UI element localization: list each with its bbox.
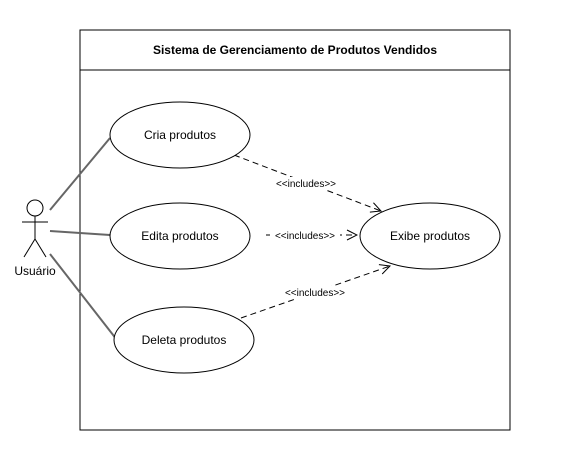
use-case-label: Exibe produtos	[390, 229, 470, 243]
use-case-cria[interactable]: Cria produtos	[109, 101, 251, 169]
include-label-bg	[271, 177, 341, 190]
include-line-cria	[233, 154, 381, 211]
use-case-edita[interactable]: Edita produtos	[109, 202, 251, 270]
associations	[49, 137, 118, 341]
use-case-label: Cria produtos	[144, 128, 216, 142]
actor-label: Usuário	[14, 264, 56, 278]
include-label-bg	[270, 229, 340, 242]
include-label-deleta: <<includes>>	[285, 288, 345, 299]
include-label-edita: <<includes>>	[275, 231, 335, 242]
use-case-exibe[interactable]: Exibe produtos	[359, 202, 501, 270]
association-line-deleta	[49, 253, 118, 341]
use-case-label: Edita produtos	[141, 229, 218, 243]
use-case-deleta[interactable]: Deleta produtos	[113, 306, 255, 374]
include-label-bg	[280, 286, 350, 299]
association-line-cria	[49, 137, 111, 211]
include-line-deleta	[240, 266, 390, 319]
association-line-edita	[49, 230, 111, 236]
include-label-cria: <<includes>>	[276, 179, 336, 190]
system-title: Sistema de Gerenciamento de Produtos Ven…	[153, 43, 437, 57]
use-case-label: Deleta produtos	[142, 333, 227, 347]
include-relations: <<includes>> <<includes>> <<includes>>	[233, 154, 390, 319]
actor-stick-figure-icon[interactable]	[22, 199, 48, 258]
